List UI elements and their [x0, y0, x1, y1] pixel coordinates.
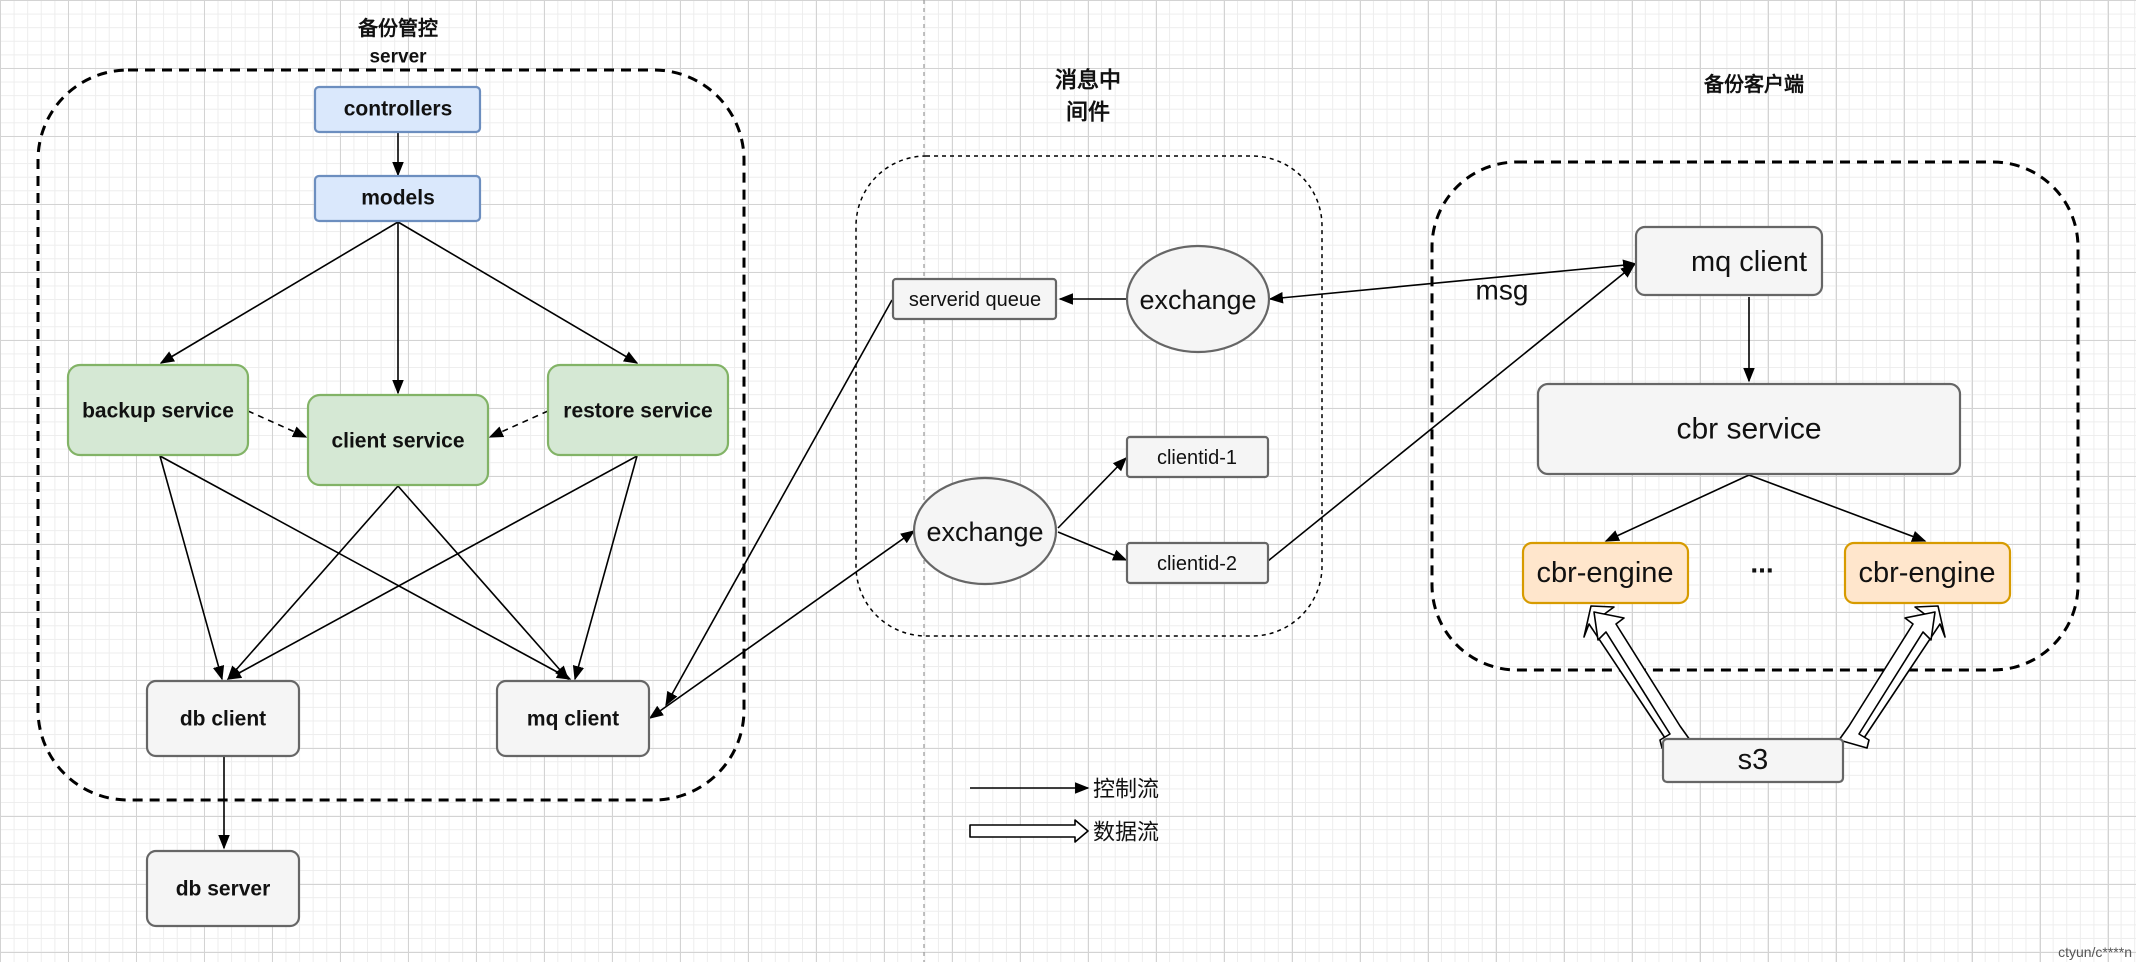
legend-data-arrow [969, 819, 1089, 843]
edge-exchange-clientid2 [1057, 531, 1128, 561]
edge-restore-dbclient [226, 455, 638, 680]
node-exchange-bottom[interactable]: exchange [912, 476, 1058, 586]
edge-backup-client-dashed [247, 410, 308, 438]
legend: 控制流 数据流 [969, 777, 1159, 845]
watermark: ctyun/c****n [2058, 944, 2132, 960]
middleware-group [855, 155, 1323, 637]
edge-models-restore [397, 221, 639, 364]
edge-mqclient-exchange-top [1268, 259, 1638, 304]
node-client-service[interactable]: client service [306, 393, 490, 487]
client-group [1430, 160, 2080, 672]
models-label: models [361, 187, 435, 210]
mq-client-client-label: mq client [1691, 246, 1807, 278]
node-mq-client-client[interactable]: mq client [1634, 225, 1824, 297]
edge-client-dbclient [227, 485, 399, 681]
data-flow-arrows [1583, 605, 1946, 749]
node-models[interactable]: models [313, 174, 482, 223]
msg-edge-label: msg [1476, 275, 1529, 306]
node-cbr-engine-left[interactable]: cbr-engine [1521, 541, 1690, 605]
edge-backup-dbclient [159, 455, 225, 681]
backup-service-label: backup service [82, 400, 234, 423]
server-edges [159, 132, 639, 850]
middleware-group-title-line2: 间件 [1066, 100, 1110, 125]
cbr-engine-right-label: cbr-engine [1858, 557, 1995, 589]
edge-backup-mqclient [159, 455, 572, 680]
node-serverid-queue[interactable]: serverid queue [891, 277, 1058, 321]
mq-client-server-label: mq client [527, 708, 619, 731]
node-clientid-2[interactable]: clientid-2 [1125, 541, 1270, 585]
controllers-label: controllers [344, 98, 453, 121]
node-cbr-service[interactable]: cbr service [1536, 382, 1962, 476]
client-group-title: 备份客户端 [1703, 72, 1804, 96]
data-arrow-s3-engine-left [1593, 611, 1691, 749]
node-clientid-1[interactable]: clientid-1 [1125, 435, 1270, 479]
clientid-2-label: clientid-2 [1157, 553, 1237, 575]
exchange-bottom-label: exchange [926, 517, 1043, 547]
edge-restore-mqclient [572, 455, 638, 681]
server-group [36, 68, 746, 802]
server-group-subtitle: server [369, 47, 427, 68]
db-client-label: db client [180, 708, 266, 731]
node-backup-service[interactable]: backup service [66, 363, 250, 457]
cbr-service-label: cbr service [1676, 413, 1821, 446]
node-db-server[interactable]: db server [145, 849, 301, 928]
engine-ellipsis: ... [1750, 548, 1773, 579]
node-restore-service[interactable]: restore service [546, 363, 730, 457]
clientid-1-label: clientid-1 [1157, 447, 1237, 469]
exchange-top-label: exchange [1139, 285, 1256, 315]
edge-mqclient-exchange-bottom [648, 530, 916, 719]
legend-data-label: 数据流 [1093, 820, 1159, 845]
s3-label: s3 [1738, 744, 1769, 776]
edge-client-mqclient [397, 485, 569, 681]
node-db-client[interactable]: db client [145, 679, 301, 758]
data-arrow-s3-engine-right [1838, 611, 1936, 749]
node-exchange-top[interactable]: exchange [1125, 244, 1271, 354]
middleware-group-title-line1: 消息中 [1055, 68, 1121, 93]
legend-control-label: 控制流 [1093, 777, 1159, 802]
node-cbr-engine-right[interactable]: cbr-engine [1843, 541, 2012, 605]
edge-queue-mqclient [665, 299, 893, 707]
edge-clientid2-mqclient [1267, 264, 1636, 562]
edge-models-backup [159, 221, 399, 364]
cross-edges [648, 259, 1927, 719]
edge-restore-client-dashed [488, 410, 549, 438]
server-group-title: 备份管控 [357, 16, 438, 40]
node-s3[interactable]: s3 [1661, 737, 1845, 784]
node-mq-client-server[interactable]: mq client [495, 679, 651, 758]
edge-cbrservice-engine-right [1748, 474, 1927, 542]
client-service-label: client service [331, 430, 464, 453]
cbr-engine-left-label: cbr-engine [1536, 557, 1673, 589]
db-server-label: db server [176, 878, 271, 901]
node-controllers[interactable]: controllers [313, 85, 482, 134]
serverid-queue-label: serverid queue [909, 289, 1041, 311]
edge-cbrservice-engine-left [1604, 474, 1750, 542]
restore-service-label: restore service [563, 400, 712, 423]
edge-exchange-clientid1 [1057, 456, 1128, 529]
